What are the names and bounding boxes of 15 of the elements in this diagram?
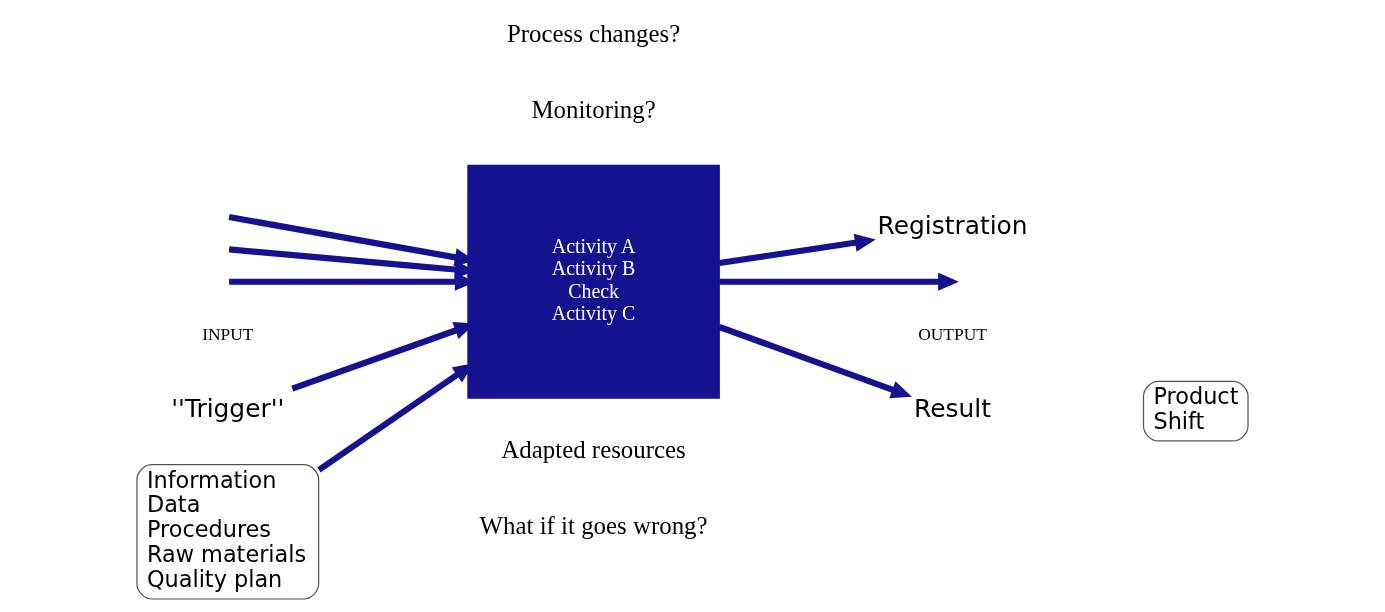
label: Process changes? <box>506 19 681 47</box>
arrow <box>718 324 912 399</box>
node-box: Product Shift <box>1142 380 1249 442</box>
node-text: ''Trigger'' <box>171 394 285 424</box>
node-box: Activity A Activity B Check Activity C <box>467 164 720 399</box>
node-box: Information Data Procedures Raw materials Quality plan <box>136 464 320 600</box>
arrow <box>719 233 876 267</box>
node-text: Result <box>914 394 991 424</box>
label: Adapted resources <box>501 436 686 464</box>
arrow <box>719 272 959 291</box>
label: OUTPUT <box>918 323 987 344</box>
label: Monitoring? <box>531 95 656 123</box>
label: What if it goes wrong? <box>479 512 708 540</box>
node-text: Registration <box>877 211 1028 241</box>
label: INPUT <box>202 323 254 344</box>
